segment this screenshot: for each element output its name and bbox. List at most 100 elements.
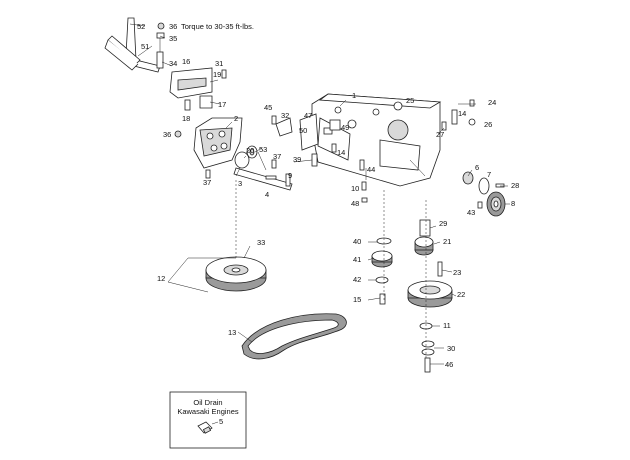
callout-50: 50 xyxy=(299,126,307,135)
callout-21: 21 xyxy=(443,237,451,246)
pulley-41 xyxy=(371,250,393,268)
bracket-50 xyxy=(323,127,333,135)
callout-37-left: 37 xyxy=(203,178,211,187)
callout-25: 25 xyxy=(406,96,414,105)
spacer-29 xyxy=(419,219,431,237)
washer-36 xyxy=(174,130,182,138)
callout-7: 7 xyxy=(487,170,491,179)
pulley-12-bracket xyxy=(167,180,237,293)
callout-53: 53 xyxy=(259,145,267,154)
callout-40: 40 xyxy=(353,237,361,246)
callout-labels: 52 36 Torque to 30-35 ft-lbs. 35 51 34 1… xyxy=(137,22,519,369)
callout-17: 17 xyxy=(218,100,226,109)
callout-12: 12 xyxy=(157,274,165,283)
bolt-24 xyxy=(469,99,475,107)
bolt-14-frame xyxy=(331,143,337,153)
bolt-10 xyxy=(361,181,367,191)
callout-19: 19 xyxy=(213,70,221,79)
leader-lines xyxy=(129,23,510,365)
callout-23: 23 xyxy=(453,268,461,277)
hub-7 xyxy=(478,177,490,195)
pin-9 xyxy=(285,173,291,187)
callout-14-frame: 14 xyxy=(337,148,345,157)
callout-15: 15 xyxy=(353,295,361,304)
screw-45 xyxy=(271,115,277,125)
callout-52: 52 xyxy=(137,22,145,31)
callout-36-left: 36 xyxy=(163,130,171,139)
bracket-32 xyxy=(275,117,293,137)
callout-6: 6 xyxy=(475,163,479,172)
callout-43: 43 xyxy=(467,208,475,217)
washer-42 xyxy=(375,276,389,284)
callout-22: 22 xyxy=(457,290,465,299)
callout-34: 34 xyxy=(169,59,177,68)
pulley-22 xyxy=(407,280,453,308)
callout-24: 24 xyxy=(488,98,496,107)
hub-21 xyxy=(414,236,434,256)
drain-plug-5 xyxy=(197,421,213,434)
handle-nut-35 xyxy=(156,32,165,39)
bolt-15 xyxy=(379,293,386,305)
callout-8: 8 xyxy=(511,199,515,208)
shaft-3 xyxy=(233,167,293,191)
bolt-44 xyxy=(359,159,365,171)
handle-knob-36 xyxy=(157,22,165,30)
callout-51: 51 xyxy=(141,42,149,51)
frame-1 xyxy=(311,93,442,187)
inset-title-line1: Oil Drain xyxy=(193,398,222,407)
center-axis xyxy=(383,190,427,360)
transmission-2 xyxy=(193,117,243,169)
callout-20: 20 xyxy=(246,146,254,155)
callout-29: 29 xyxy=(439,219,447,228)
callout-1: 1 xyxy=(352,91,356,100)
bolt-18 xyxy=(184,99,191,111)
hinge-49 xyxy=(329,119,341,131)
oil-drain-inset: Oil Drain Kawasaki Engines 5 xyxy=(169,391,247,449)
callout-48: 48 xyxy=(351,199,359,208)
bolt-39 xyxy=(311,153,318,167)
washer-26 xyxy=(468,118,476,126)
bearing-6 xyxy=(462,171,474,185)
key-28 xyxy=(495,183,505,188)
handle-bolt-34 xyxy=(156,38,164,69)
callout-5: 5 xyxy=(219,417,223,426)
nut-48 xyxy=(361,197,368,203)
key-4 xyxy=(265,175,277,180)
callout-46: 46 xyxy=(445,360,453,369)
callout-30: 30 xyxy=(447,344,455,353)
bolt-14-right xyxy=(451,109,458,125)
bolt-37-right xyxy=(271,159,277,169)
screw-31 xyxy=(221,69,227,79)
callout-28: 28 xyxy=(511,181,519,190)
callout-32: 32 xyxy=(281,111,289,120)
callout-39: 39 xyxy=(293,155,301,164)
pulley-33 xyxy=(205,256,267,292)
bolt-37-left xyxy=(205,169,211,179)
callout-33: 33 xyxy=(257,238,265,247)
callout-10: 10 xyxy=(351,184,359,193)
callout-18: 18 xyxy=(182,114,190,123)
washer-30 xyxy=(421,340,435,356)
bolt-27 xyxy=(441,121,447,131)
callout-9: 9 xyxy=(288,171,292,180)
nut-25 xyxy=(393,101,403,111)
torque-note: Torque to 30-35 ft-lbs. xyxy=(181,22,254,31)
callout-13: 13 xyxy=(228,328,236,337)
clip-17 xyxy=(199,95,213,109)
callout-45: 45 xyxy=(264,103,272,112)
key-23 xyxy=(437,261,443,277)
pulley-8 xyxy=(486,191,506,217)
callout-42: 42 xyxy=(353,275,361,284)
bolt-46 xyxy=(424,357,431,373)
callout-26: 26 xyxy=(484,120,492,129)
callout-4: 4 xyxy=(265,190,269,199)
callout-35: 35 xyxy=(169,34,177,43)
inset-title-line2: Kawasaki Engines xyxy=(177,407,239,416)
callout-27: 27 xyxy=(436,130,444,139)
bolt-43 xyxy=(477,201,483,209)
callout-44: 44 xyxy=(367,165,375,174)
callout-3: 3 xyxy=(238,179,242,188)
callout-37-right: 37 xyxy=(273,152,281,161)
callout-11: 11 xyxy=(443,321,451,330)
control-handle xyxy=(104,17,161,73)
